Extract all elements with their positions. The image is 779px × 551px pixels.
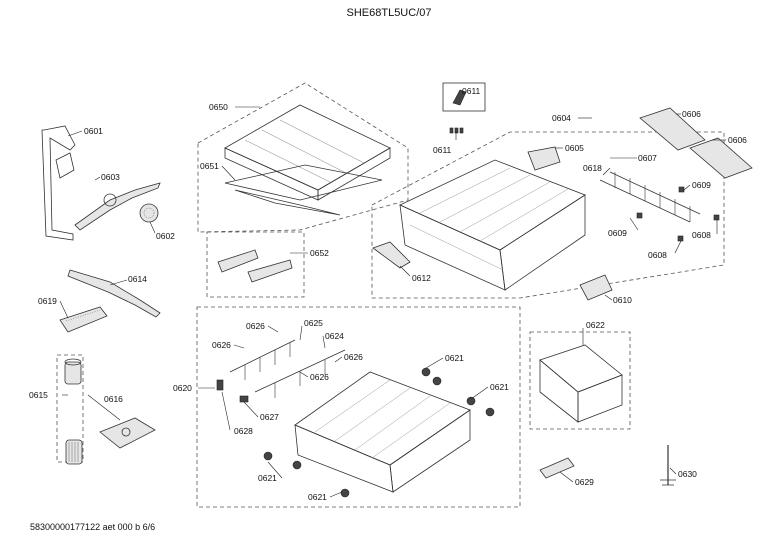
label-0627: 0627 — [260, 412, 279, 422]
label-0612: 0612 — [412, 273, 431, 283]
label-0615: 0615 — [29, 390, 48, 400]
label-0625: 0625 — [304, 318, 323, 328]
cutlery-tray-part — [224, 104, 391, 201]
label-0626-b: 0626 — [212, 340, 231, 350]
label-0624: 0624 — [325, 331, 344, 341]
filter-group-outline — [56, 354, 84, 463]
clip-0609-part — [636, 212, 643, 219]
filter-cylinder-part — [64, 358, 83, 465]
label-0616: 0616 — [104, 394, 123, 404]
model-title: SHE68TL5UC/07 — [347, 7, 432, 19]
small-parts-group-outline — [206, 231, 305, 298]
fine-filter-part — [59, 306, 108, 333]
label-0652: 0652 — [310, 248, 329, 258]
wheel-parts — [263, 367, 495, 498]
lower-tine-part — [229, 339, 346, 398]
leader-lines — [59, 106, 726, 498]
folding-rack-part — [599, 171, 701, 223]
spray-head-part — [139, 203, 159, 223]
label-0611-top: 0611 — [462, 86, 481, 96]
label-0621-a: 0621 — [445, 353, 464, 363]
label-0608-left: 0608 — [648, 250, 667, 260]
clip-0628-part — [216, 379, 224, 391]
rack-handle-part — [579, 274, 613, 301]
label-0610: 0610 — [613, 295, 632, 305]
label-0621-c: 0621 — [258, 473, 277, 483]
label-0620: 0620 — [173, 383, 192, 393]
label-0608-right: 0608 — [692, 230, 711, 240]
label-0603: 0603 — [101, 172, 120, 182]
tine-row-part-a — [639, 107, 706, 151]
clip-0608b-part — [713, 214, 720, 221]
label-0629: 0629 — [575, 477, 594, 487]
upper-rack-group-outline — [371, 131, 725, 299]
label-0604: 0604 — [552, 113, 571, 123]
lower-rack-basket-part — [294, 371, 471, 493]
clip-part — [442, 82, 486, 134]
label-0650: 0650 — [209, 102, 228, 112]
label-0618: 0618 — [583, 163, 602, 173]
clip-0627-part — [239, 395, 249, 403]
label-0626-c: 0626 — [344, 352, 363, 362]
label-0651: 0651 — [200, 161, 219, 171]
label-0621-b: 0621 — [490, 382, 509, 392]
part-0630 — [660, 445, 676, 486]
label-0609-right: 0609 — [692, 180, 711, 190]
label-0611-bottom: 0611 — [433, 145, 452, 155]
label-0630: 0630 — [678, 469, 697, 479]
label-0614: 0614 — [128, 274, 147, 284]
document-footer: 58300000177122 aet 000 b 6/6 — [30, 522, 155, 532]
upper-spray-arm-part — [74, 182, 161, 231]
label-0602: 0602 — [156, 231, 175, 241]
tine-row-part-b — [689, 137, 753, 179]
label-0606-top: 0606 — [682, 109, 701, 119]
lower-rack-group-outline — [196, 306, 521, 508]
micro-filter-part — [99, 417, 156, 449]
label-0607: 0607 — [638, 153, 657, 163]
rack-bracket-part — [527, 146, 561, 171]
label-0622: 0622 — [586, 320, 605, 330]
part-labels: 0601 0603 0602 0614 0619 0615 0616 0650 … — [29, 86, 747, 502]
supply-pipe-part — [41, 125, 76, 241]
label-0626-d: 0626 — [310, 372, 329, 382]
clip-0608-part — [677, 235, 684, 242]
label-0606-bottom: 0606 — [728, 135, 747, 145]
clip-0609b-part — [678, 186, 685, 193]
cutlery-basket-part — [539, 344, 623, 423]
label-0619: 0619 — [38, 296, 57, 306]
upper-tray-group-outline — [197, 82, 409, 233]
label-0628: 0628 — [234, 426, 253, 436]
part-0629 — [539, 457, 575, 479]
label-0605: 0605 — [565, 143, 584, 153]
upper-rack-basket-part — [399, 159, 586, 291]
rack-adjuster-part — [372, 241, 411, 269]
label-0601: 0601 — [84, 126, 103, 136]
cutlery-basket-group-outline — [529, 331, 631, 430]
label-0626-a: 0626 — [246, 321, 265, 331]
label-0621-d: 0621 — [308, 492, 327, 502]
lower-spray-arm-part — [67, 269, 161, 318]
tray-rail-part — [224, 164, 383, 201]
label-0609-left: 0609 — [608, 228, 627, 238]
tray-clip-parts — [217, 249, 293, 283]
